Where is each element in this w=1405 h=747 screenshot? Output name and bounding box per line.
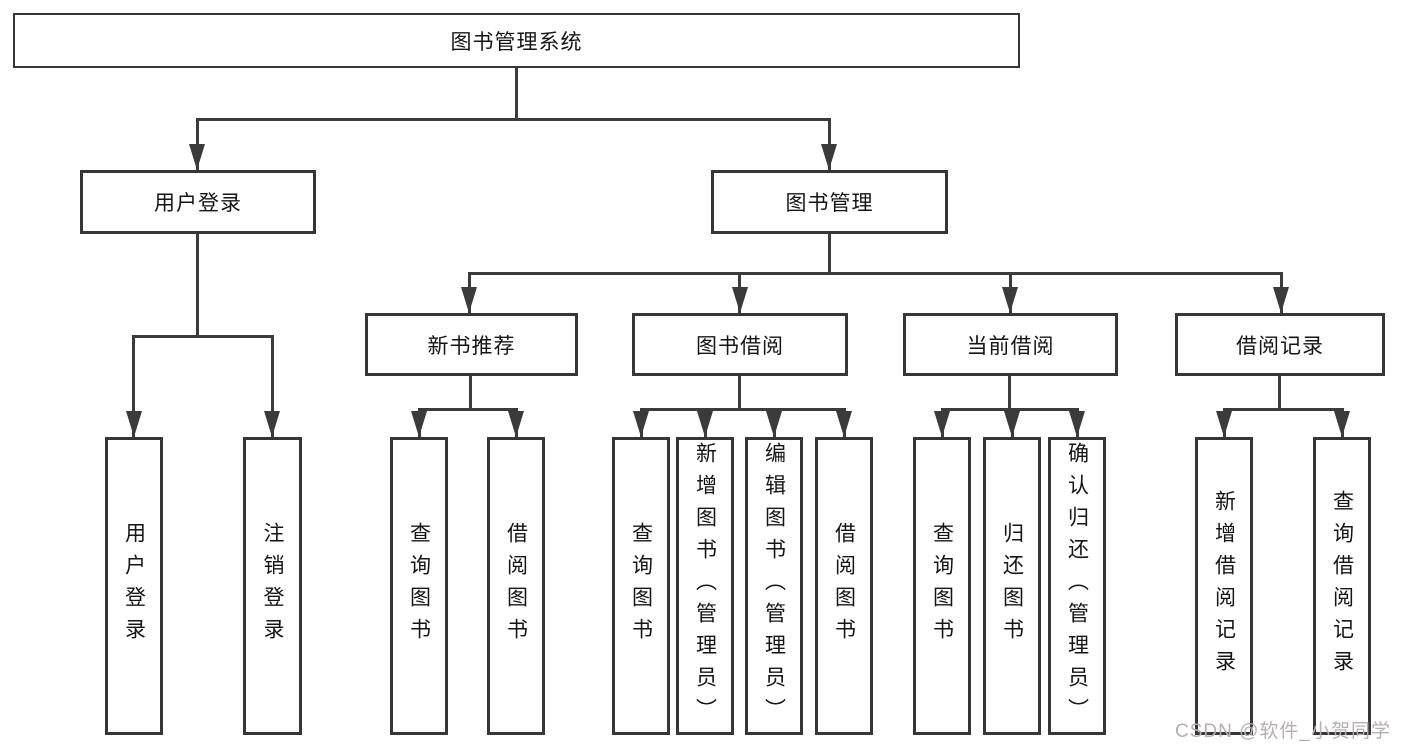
arrow-down-icon [264, 411, 280, 437]
connector-root-stub [515, 68, 518, 120]
connector-bar [941, 408, 1079, 411]
arrow-down-icon [836, 411, 852, 437]
arrow-down-icon [934, 411, 950, 437]
leaf-logout: 注销登录 [243, 437, 302, 735]
arrow-down-icon [1002, 287, 1018, 313]
node-book-borrowing: 图书借阅 [632, 313, 848, 376]
leaf-query-books-borrowing: 查询图书 [612, 437, 670, 735]
arrow-down-icon [1216, 411, 1232, 437]
leaf-label: 用户登录 [122, 522, 146, 650]
arrow-down-icon [411, 411, 427, 437]
leaf-label: 查询图书 [629, 522, 653, 650]
leaf-return-books: 归还图书 [983, 437, 1041, 735]
leaf-label: 查询借阅记录 [1330, 490, 1354, 682]
node-label: 图书管理 [785, 192, 874, 215]
arrow-down-icon [1069, 411, 1085, 437]
arrow-down-icon [461, 287, 477, 313]
connector-stub [1278, 376, 1281, 411]
leaf-edit-book-admin: 编辑图书（管理员） [745, 437, 803, 735]
leaf-query-borrow-record: 查询借阅记录 [1313, 437, 1371, 735]
arrow-down-icon [1273, 287, 1289, 313]
node-label: 图书借阅 [696, 334, 784, 358]
connector-stub [738, 376, 741, 411]
node-current-borrowing: 当前借阅 [903, 313, 1118, 376]
node-library-management-system: 图书管理系统 [13, 13, 1020, 68]
leaf-add-book-admin: 新增图书（管理员） [676, 437, 734, 735]
connector-bar [640, 408, 846, 411]
node-label: 新书推荐 [427, 334, 516, 358]
arrow-down-icon [732, 287, 748, 313]
leaf-user-login: 用户登录 [105, 437, 163, 735]
connector-stub [469, 376, 472, 411]
leaf-query-books-current: 查询图书 [913, 437, 971, 735]
connector-user-login-stub [196, 234, 199, 338]
node-label: 用户登录 [154, 192, 242, 215]
connector-bar [418, 408, 518, 411]
leaf-add-borrow-record: 新增借阅记录 [1195, 437, 1253, 735]
arrow-down-icon [633, 411, 649, 437]
leaf-label: 新增借阅记录 [1212, 490, 1236, 682]
connector-level3-bar [468, 272, 1283, 275]
leaf-query-books-recommend: 查询图书 [390, 437, 448, 735]
leaf-confirm-return-admin: 确认归还（管理员） [1048, 437, 1106, 735]
connector-stem-leaf [271, 335, 274, 437]
node-label: 当前借阅 [966, 334, 1055, 358]
leaf-label: 确认归还（管理员） [1065, 442, 1089, 730]
arrow-down-icon [697, 411, 713, 437]
arrow-down-icon [766, 411, 782, 437]
arrow-down-icon [1334, 411, 1350, 437]
csdn-watermark: CSDN @软件_小贺同学 [1175, 721, 1391, 742]
leaf-label: 归还图书 [1000, 522, 1024, 650]
leaf-borrow-books-borrowing: 借阅图书 [815, 437, 873, 735]
connector-level2-bar [196, 118, 831, 121]
leaf-label: 查询图书 [930, 522, 954, 650]
connector-stem-leaf [132, 335, 135, 437]
node-new-book-recommend: 新书推荐 [365, 313, 578, 376]
leaf-label: 借阅图书 [832, 522, 856, 650]
leaf-borrow-books-recommend: 借阅图书 [487, 437, 545, 735]
arrow-down-icon [126, 411, 142, 437]
connector-bar [1223, 408, 1344, 411]
node-user-login: 用户登录 [80, 170, 316, 234]
arrow-down-icon [189, 144, 205, 170]
arrow-down-icon [508, 411, 524, 437]
leaf-label: 新增图书（管理员） [693, 442, 717, 730]
connector-user-login-bar [132, 335, 274, 338]
connector-stub [1008, 376, 1011, 411]
leaf-label: 借阅图书 [504, 522, 528, 650]
arrow-down-icon [1004, 411, 1020, 437]
leaf-label: 注销登录 [261, 522, 284, 650]
arrow-down-icon [821, 144, 837, 170]
leaf-label: 编辑图书（管理员） [762, 442, 786, 730]
connector-book-management-stub [828, 234, 831, 275]
leaf-label: 查询图书 [407, 522, 431, 650]
node-label: 图书管理系统 [450, 30, 583, 54]
node-book-management: 图书管理 [711, 170, 948, 234]
node-borrowing-records: 借阅记录 [1175, 313, 1385, 376]
node-label: 借阅记录 [1236, 334, 1324, 358]
